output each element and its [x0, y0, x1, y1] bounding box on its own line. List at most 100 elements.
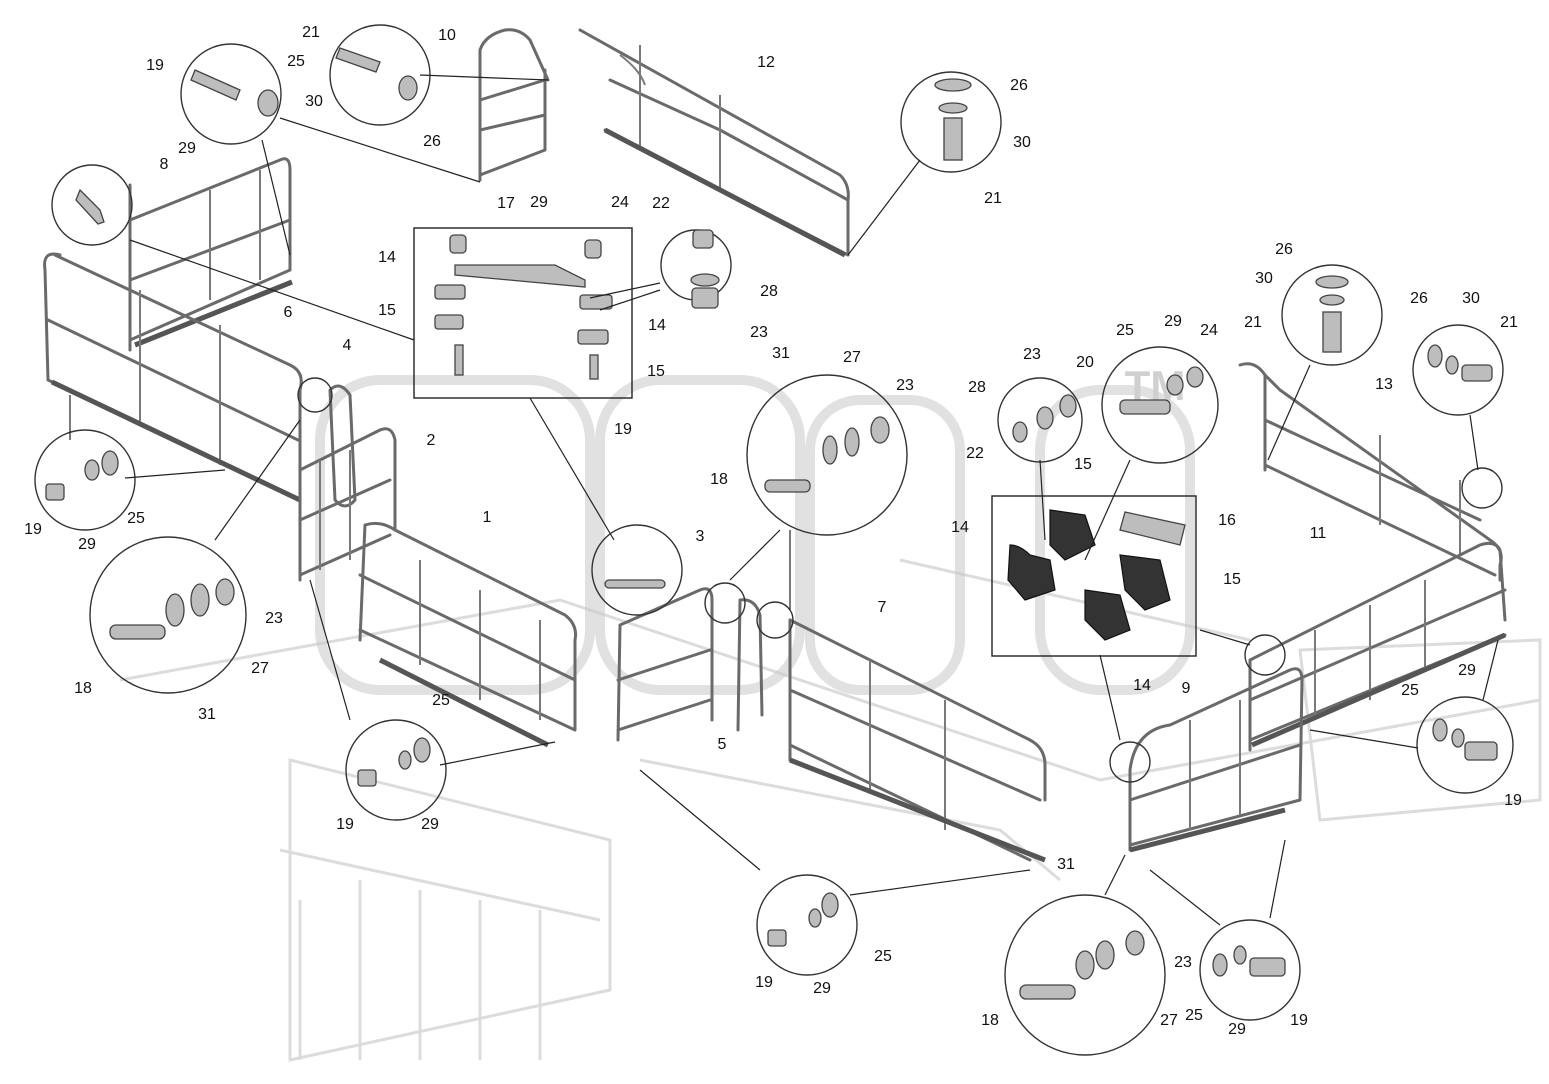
callout-25: 25	[432, 692, 450, 709]
callout-31: 31	[772, 345, 790, 362]
callout-20: 20	[1076, 354, 1094, 371]
callout-31: 31	[198, 706, 216, 723]
callout-18: 18	[74, 680, 92, 697]
callout-26: 26	[1275, 241, 1293, 258]
handrail-10	[478, 28, 550, 182]
handrail-11	[1248, 541, 1507, 752]
callout-10: 10	[438, 27, 456, 44]
callout-21: 21	[984, 190, 1002, 207]
gate-3-5	[616, 587, 764, 742]
callout-19: 19	[1504, 792, 1522, 809]
callout-14: 14	[951, 519, 969, 536]
callout-25: 25	[1401, 682, 1419, 699]
callout-1: 1	[483, 509, 492, 526]
callout-23: 23	[1174, 954, 1192, 971]
callout-25: 25	[874, 948, 892, 965]
callout-23: 23	[750, 324, 768, 341]
callout-30: 30	[305, 93, 323, 110]
callout-15: 15	[1223, 571, 1241, 588]
handrail-8	[128, 157, 293, 352]
detail-box-plates	[991, 495, 1197, 657]
callout-19: 19	[24, 521, 42, 538]
callout-29: 29	[813, 980, 831, 997]
callout-30: 30	[1462, 290, 1480, 307]
callout-15: 15	[378, 302, 396, 319]
callout-2: 2	[427, 432, 436, 449]
callout-29: 29	[421, 816, 439, 833]
callout-29: 29	[178, 140, 196, 157]
detail-box-brackets	[413, 227, 633, 399]
gate-2-4	[298, 384, 397, 582]
background-machine	[119, 558, 1542, 1062]
callout-26: 26	[423, 133, 441, 150]
callout-23: 23	[896, 377, 914, 394]
callout-21: 21	[1244, 314, 1262, 331]
callout-5: 5	[718, 736, 727, 753]
callout-29: 29	[1458, 662, 1476, 679]
callout-23: 23	[1023, 346, 1041, 363]
callout-14: 14	[648, 317, 666, 334]
callout-19: 19	[336, 816, 354, 833]
detail-plates	[1007, 509, 1186, 641]
callout-7: 7	[878, 599, 887, 616]
callout-31: 31	[1057, 856, 1075, 873]
detail-circles	[34, 24, 1514, 1056]
callout-13: 13	[1375, 376, 1393, 393]
callout-17: 17	[497, 195, 515, 212]
callout-25: 25	[1185, 1007, 1203, 1024]
callout-18: 18	[710, 471, 728, 488]
callout-24: 24	[1200, 322, 1218, 339]
callout-27: 27	[1160, 1012, 1178, 1029]
handrail-12	[578, 28, 850, 258]
callout-3: 3	[696, 528, 705, 545]
callout-28: 28	[968, 379, 986, 396]
callout-11: 11	[1310, 525, 1327, 542]
callout-19: 19	[1290, 1012, 1308, 1029]
callout-24: 24	[611, 194, 629, 211]
handrail-1	[358, 521, 577, 748]
callout-9: 9	[1182, 680, 1191, 697]
callout-27: 27	[251, 660, 269, 677]
callout-21: 21	[1500, 314, 1518, 331]
callout-28: 28	[760, 283, 778, 300]
callout-25: 25	[127, 510, 145, 527]
handrail-6	[43, 252, 303, 503]
callout-18: 18	[981, 1012, 999, 1029]
callout-19: 19	[755, 974, 773, 991]
callout-26: 26	[1010, 77, 1028, 94]
callout-14: 14	[378, 249, 396, 266]
callout-12: 12	[757, 54, 775, 71]
callout-29: 29	[78, 536, 96, 553]
callout-29: 29	[530, 194, 548, 211]
callout-15: 15	[1074, 456, 1092, 473]
callout-14: 14	[1133, 677, 1151, 694]
callout-19: 19	[146, 57, 164, 74]
callout-25: 25	[1116, 322, 1134, 339]
callout-27: 27	[843, 349, 861, 366]
callout-25: 25	[287, 53, 305, 70]
callout-8: 8	[160, 156, 169, 173]
callout-6: 6	[284, 304, 293, 321]
leader-lines	[69, 74, 1499, 926]
handrail-7	[788, 618, 1047, 863]
callout-16: 16	[1218, 512, 1236, 529]
callout-22: 22	[652, 195, 670, 212]
callout-19: 19	[614, 421, 632, 438]
callout-labels: 1 2 3 4 5 6 7 8 9 10 11 12 13 14 14 14 1…	[24, 24, 1522, 1038]
callout-30: 30	[1255, 270, 1273, 287]
callout-22: 22	[966, 445, 984, 462]
handrail-13	[1238, 362, 1503, 582]
callout-21: 21	[302, 24, 320, 41]
callout-26: 26	[1410, 290, 1428, 307]
handrail-9	[1128, 667, 1304, 853]
callout-29: 29	[1228, 1021, 1246, 1038]
callout-29: 29	[1164, 313, 1182, 330]
hardware-drawings	[45, 47, 1498, 1000]
callout-30: 30	[1013, 134, 1031, 151]
callout-23: 23	[265, 610, 283, 627]
callout-4: 4	[343, 337, 352, 354]
callout-15: 15	[647, 363, 665, 380]
detail-parts-left	[434, 234, 613, 380]
